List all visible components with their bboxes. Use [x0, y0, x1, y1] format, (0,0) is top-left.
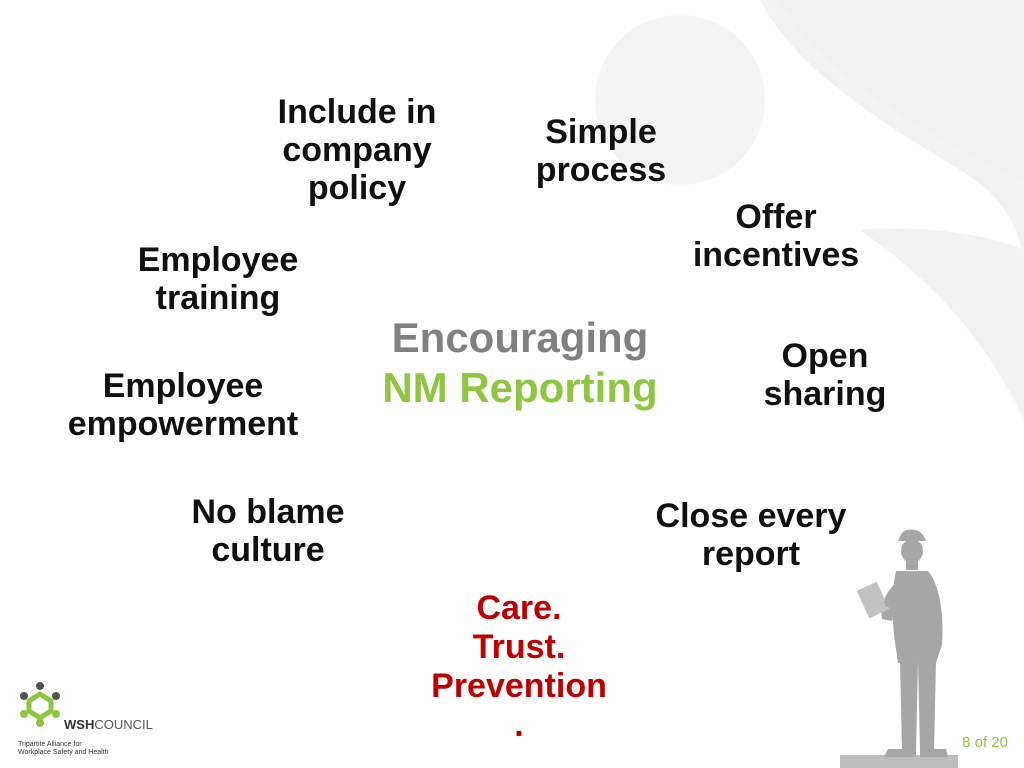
logo-tagline: Tripartite Alliance for Workplace Safety…: [18, 741, 109, 756]
motto-trust: Trust.: [472, 628, 566, 666]
phrase-employee-empowerment: Employee empowerment: [67, 367, 299, 443]
wsh-people-ring-icon: [20, 682, 60, 727]
motto-prevention: Prevention: [431, 667, 607, 705]
logo-wordmark: WSHCOUNCIL: [64, 718, 153, 732]
page-number: 8 of 20: [962, 734, 1008, 751]
phrase-open-sharing: Open sharing: [763, 337, 887, 413]
worker-base-platform: [840, 755, 958, 768]
phrase-close-every-report: Close every report: [655, 497, 847, 573]
logo-wordmark-bold: WSH: [64, 717, 95, 732]
motto-period: .: [514, 706, 524, 744]
wsh-council-logo: WSHCOUNCIL Tripartite Alliance for Workp…: [16, 680, 176, 760]
center-title-line1: Encouraging: [391, 314, 649, 361]
center-title: Encouraging NM Reporting: [382, 313, 657, 413]
motto: Care. Trust. Prevention .: [431, 589, 607, 745]
phrase-simple-process: Simple process: [535, 113, 667, 189]
phrase-no-blame-culture: No blame culture: [191, 493, 345, 569]
phrase-offer-incentives: Offer incentives: [692, 198, 860, 274]
background-band: [780, 0, 1024, 180]
worker-silhouette-icon: [840, 529, 958, 768]
phrase-include-policy: Include in company policy: [277, 93, 437, 207]
logo-wordmark-rest: COUNCIL: [94, 717, 153, 732]
phrase-employee-training: Employee training: [137, 241, 299, 317]
motto-care: Care.: [476, 589, 562, 627]
center-title-line2: NM Reporting: [382, 364, 658, 411]
